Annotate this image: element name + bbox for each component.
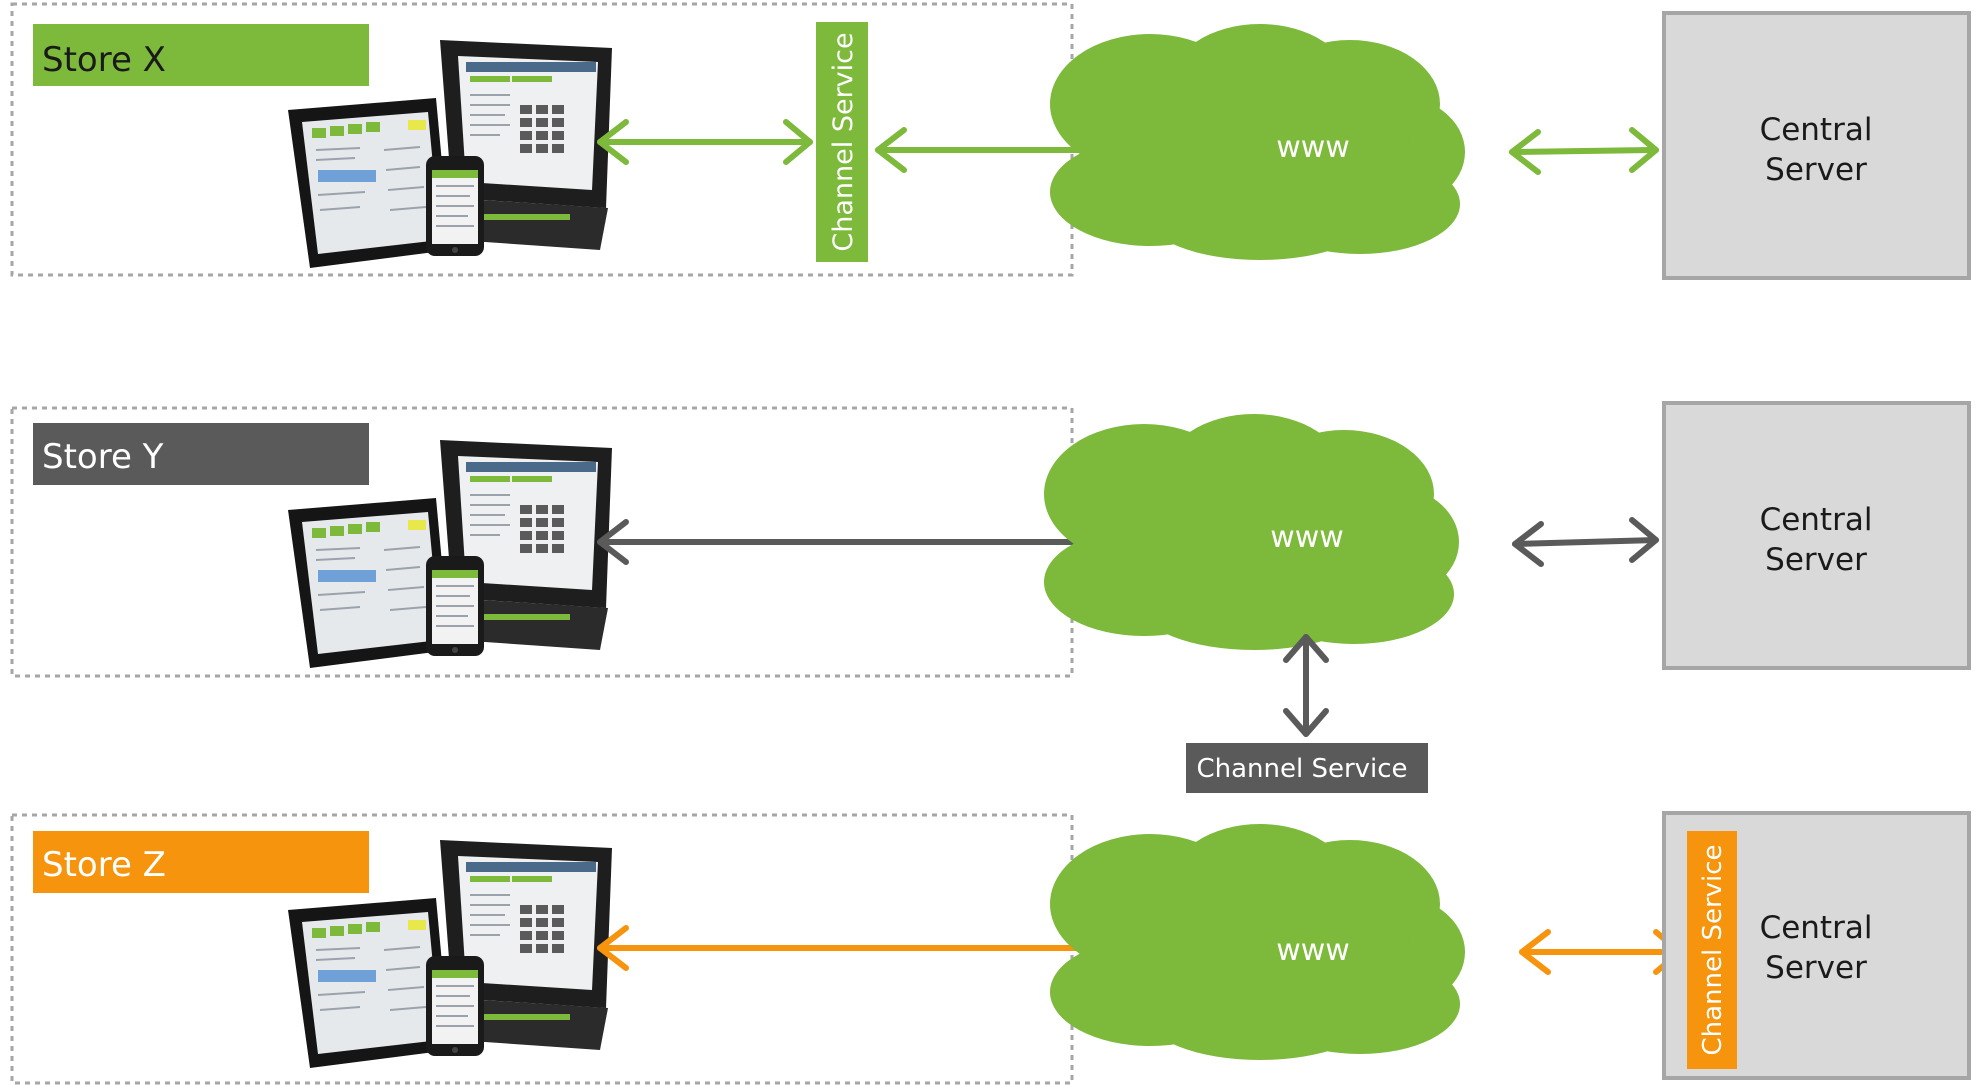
cloud-z-label: www: [1276, 933, 1350, 968]
row-store-x: Store X Channel Service www Central Serv…: [10, 2, 1971, 280]
central-server-y-line1: Central: [1760, 502, 1873, 538]
double-arrow-cloud-server: [1519, 929, 1683, 975]
central-server-y: [1662, 401, 1971, 670]
central-server-x-line1: Central: [1760, 112, 1873, 148]
double-arrow-cloud-server: [1512, 517, 1659, 567]
double-arrow-devices-channel: [597, 119, 813, 165]
cloud-icon: [1050, 824, 1465, 1060]
double-arrow-devices-cloud: [597, 925, 1113, 971]
store-y-label-bg: [33, 423, 369, 485]
cloud-x-label: www: [1276, 130, 1350, 165]
central-server-z-line1: Central: [1760, 910, 1873, 946]
channel-service-y-label: Channel Service: [1196, 754, 1407, 784]
store-x-label: Store X: [42, 40, 166, 80]
double-arrow-cloud-server: [1509, 127, 1659, 175]
channel-service-x-label: Channel Service: [828, 32, 859, 251]
central-server-x-line2: Server: [1765, 152, 1867, 188]
central-server-z-line2: Server: [1765, 950, 1867, 986]
central-server-y-line2: Server: [1765, 542, 1867, 578]
double-arrow-devices-cloud: [597, 519, 1107, 565]
store-z-label: Store Z: [42, 845, 166, 885]
store-x-label-bg: [33, 24, 369, 86]
double-arrow-cloud-channel: [1283, 634, 1329, 737]
store-y-label: Store Y: [42, 437, 164, 477]
channel-service-x-bg: [816, 22, 868, 262]
channel-service-z-label: Channel Service: [1698, 844, 1728, 1055]
central-server-x: [1662, 11, 1971, 280]
cloud-icon: [1044, 414, 1459, 650]
store-z-label-bg: [33, 831, 369, 893]
row-store-z: Store Z www Channel Service Central Serv…: [10, 811, 1971, 1085]
channel-service-z-bg: [1687, 831, 1737, 1069]
channel-service-y-bg: [1186, 743, 1428, 793]
row-store-y: Store Y www Channel Service Central Serv…: [10, 401, 1971, 793]
store-x-boundary: [10, 2, 1074, 277]
cloud-icon: [1050, 24, 1465, 260]
cloud-y-label: www: [1270, 520, 1344, 555]
